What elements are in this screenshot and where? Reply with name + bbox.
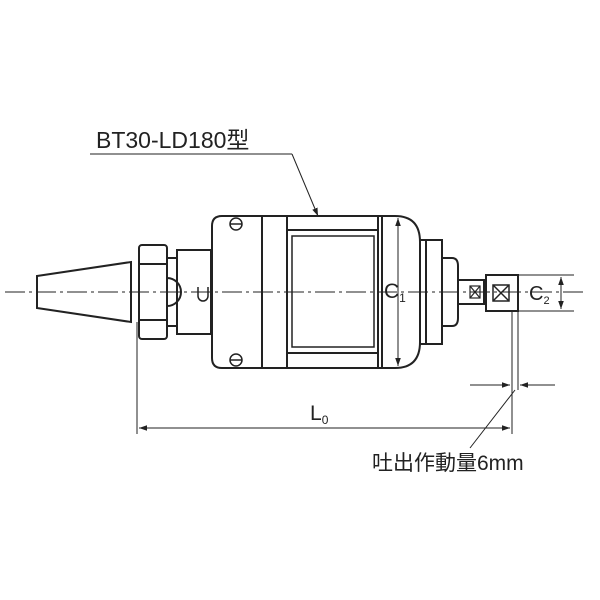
l0-label: L0	[310, 402, 329, 427]
key-slot	[197, 287, 209, 302]
main-body	[211, 215, 421, 369]
model-leader	[90, 153, 319, 217]
c2-label: C2	[529, 283, 550, 307]
spindle	[457, 274, 519, 312]
note-leader	[469, 389, 516, 449]
c1-label: C1	[384, 280, 406, 305]
taper-shank	[36, 260, 132, 324]
screw-top	[229, 217, 243, 231]
c2-extension-lines	[518, 274, 574, 312]
l0-extension-lines	[136, 311, 519, 434]
stroke-note: 吐出作動量6mm	[372, 452, 524, 475]
model-label: BT30-LD180型	[96, 127, 249, 153]
nose	[419, 239, 459, 345]
screw-bottom	[229, 353, 243, 367]
